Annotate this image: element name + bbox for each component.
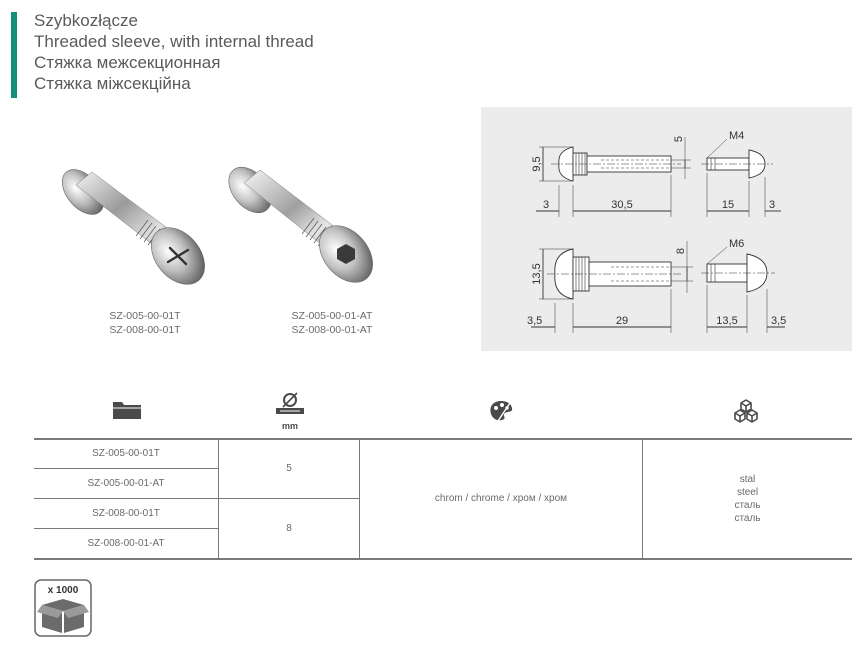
dim-head-width: 3,5 — [527, 315, 542, 327]
diameter-unit: mm — [281, 421, 298, 431]
material-pl: stal — [739, 473, 756, 485]
table-cell-code: SZ-005-00-01T — [92, 448, 160, 459]
table-col-divider — [642, 438, 643, 559]
title-ukrainian: Стяжка міжсекційна — [34, 74, 191, 93]
table-cell-material: stal steel сталь сталь — [643, 439, 852, 558]
table-row-divider — [34, 528, 218, 529]
product-caption-hex-socket: SZ-005-00-01-AT SZ-008-00-01-AT — [272, 309, 392, 337]
table-cell-diameter: 8 — [286, 523, 292, 534]
dim-thread-depth: 8 — [675, 248, 687, 254]
dim-screw-head: 3,5 — [771, 315, 786, 327]
technical-drawing-panel: 9,5 5 3 30,5 M4 15 3 13,5 8 3,5 29 M6 13… — [481, 107, 852, 351]
title-english: Threaded sleeve, with internal thread — [34, 32, 314, 51]
material-en: steel — [736, 486, 759, 498]
dim-screw-head: 3 — [769, 199, 775, 211]
dim-screw-thread: M6 — [729, 238, 744, 250]
dim-thread-depth: 5 — [673, 136, 685, 142]
product-photo-hex-socket — [228, 166, 373, 283]
table-cell-diameter: 5 — [286, 463, 292, 474]
packaging-badge: x 1000 — [34, 579, 92, 642]
box-icon: x 1000 — [34, 579, 92, 637]
product-code: SZ-005-00-01-AT — [291, 310, 373, 322]
table-cell-code: SZ-005-00-01-AT — [87, 478, 165, 489]
table-cell-finish: chrom / chrome / хром / хром — [434, 493, 568, 504]
title-block: Szybkozłącze Threaded sleeve, with inter… — [34, 10, 314, 94]
material-ru: сталь — [734, 499, 761, 511]
table-col-divider — [218, 438, 219, 559]
table-cell-code: SZ-008-00-01-AT — [87, 538, 165, 549]
dim-head-height: 13,5 — [531, 263, 543, 284]
material-cubes-icon — [734, 399, 758, 423]
palette-icon — [490, 401, 513, 422]
table-row-divider — [34, 468, 218, 469]
dim-screw-thread: M4 — [729, 130, 744, 142]
material-uk: сталь — [734, 512, 761, 524]
table-top-border — [34, 438, 852, 440]
technical-drawing: 9,5 5 3 30,5 M4 15 3 13,5 8 3,5 29 M6 13… — [527, 130, 786, 333]
dim-screw-length: 13,5 — [716, 315, 737, 327]
product-code: SZ-008-00-01-AT — [291, 324, 373, 336]
dim-sleeve-length: 29 — [616, 315, 628, 327]
product-photo-phillips — [61, 169, 205, 285]
dim-sleeve-length: 30,5 — [611, 199, 632, 211]
packaging-quantity: x 1000 — [48, 585, 79, 596]
diameter-icon — [276, 392, 304, 414]
folder-icon — [113, 402, 141, 419]
dim-head-width: 3 — [543, 199, 549, 211]
dim-screw-length: 15 — [722, 199, 734, 211]
table-bottom-border — [34, 558, 852, 560]
table-row-divider — [34, 498, 360, 499]
diameter-mm-icon: mm — [274, 392, 306, 431]
title-russian: Стяжка межсекционная — [34, 53, 221, 72]
table-col-divider — [359, 438, 360, 559]
table-cell-code: SZ-008-00-01T — [92, 508, 160, 519]
product-code: SZ-005-00-01T — [109, 310, 181, 322]
dim-head-height: 9,5 — [531, 156, 543, 171]
title-polish: Szybkozłącze — [34, 11, 138, 30]
product-code: SZ-008-00-01T — [109, 324, 181, 336]
accent-bar — [11, 12, 17, 98]
product-caption-phillips: SZ-005-00-01T SZ-008-00-01T — [95, 309, 195, 337]
